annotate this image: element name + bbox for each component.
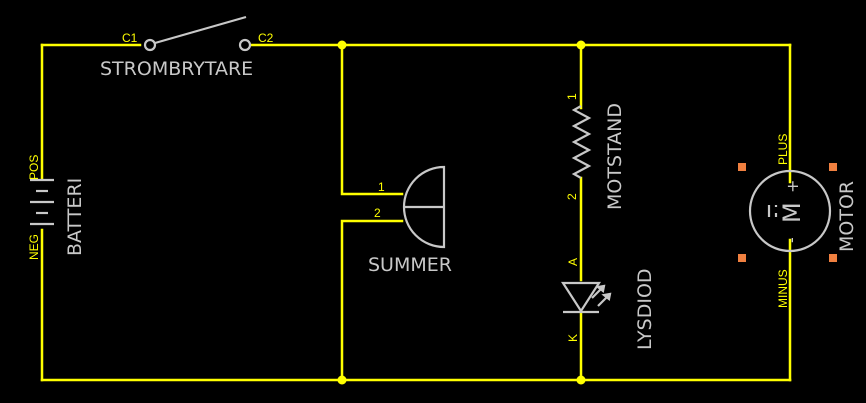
wire-buzzer-pin1[interactable] [340, 43, 404, 196]
resistor[interactable]: 1 2 MOTSTAND [565, 93, 626, 210]
battery-label: BATTERI [64, 178, 86, 256]
selection-handle[interactable] [738, 163, 746, 171]
switch-lever[interactable] [154, 15, 247, 45]
resistor-zigzag [571, 105, 592, 179]
led[interactable]: A K LYSDIOD [560, 258, 656, 350]
motor-plus-sign: + [783, 180, 802, 193]
selection-handle[interactable] [738, 254, 746, 262]
motor-symbol: M [778, 202, 806, 223]
switch-contact-c1[interactable] [143, 38, 157, 52]
led-anode-label: A [566, 258, 580, 266]
resistor-pin1-label: 1 [565, 93, 579, 100]
led-label: LYSDIOD [634, 268, 656, 350]
led-emission-arrow [601, 292, 612, 301]
selection-handle[interactable] [829, 163, 837, 171]
wires [40, 43, 792, 382]
junction-dot [337, 40, 347, 50]
switch[interactable]: C1 C2 STROMBRYTARE [100, 15, 274, 80]
buzzer-pin2-label: 2 [374, 206, 381, 220]
resistor-label: MOTSTAND [604, 103, 626, 210]
resistor-pin2-label: 2 [565, 193, 579, 200]
motor-body [748, 169, 832, 253]
junctions [337, 40, 586, 385]
selection-handle[interactable] [829, 254, 837, 262]
battery-neg-label: NEG [27, 234, 41, 260]
buzzer-label: SUMMER [368, 254, 452, 276]
motor-plus-label: PLUS [776, 134, 790, 165]
battery[interactable]: POS NEG BATTERI [27, 155, 86, 260]
led-emission-arrow [597, 293, 611, 307]
buzzer[interactable]: 1 2 SUMMER [368, 165, 452, 276]
led-triangle [560, 281, 602, 314]
motor-minus-sign: - [782, 237, 801, 243]
motor[interactable]: M + - PLUS MINUS MOTOR [738, 134, 858, 308]
buzzer-pin1-label: 1 [378, 180, 385, 194]
switch-pin2-label: C2 [258, 31, 274, 45]
wire-buzzer-pin2[interactable] [340, 219, 404, 382]
switch-pin1-label: C1 [122, 31, 138, 45]
motor-label: MOTOR [836, 181, 858, 252]
junction-dot [337, 375, 347, 385]
led-cathode-label: K [566, 334, 580, 342]
led-emission-arrow [595, 284, 606, 293]
battery-pos-label: POS [27, 155, 41, 180]
motor-minus-label: MINUS [776, 269, 790, 308]
junction-dot [576, 40, 586, 50]
junction-dot [576, 375, 586, 385]
switch-label: STROMBRYTARE [100, 58, 253, 80]
led-emission-arrow [591, 285, 605, 299]
switch-contact-c2[interactable] [238, 38, 252, 52]
